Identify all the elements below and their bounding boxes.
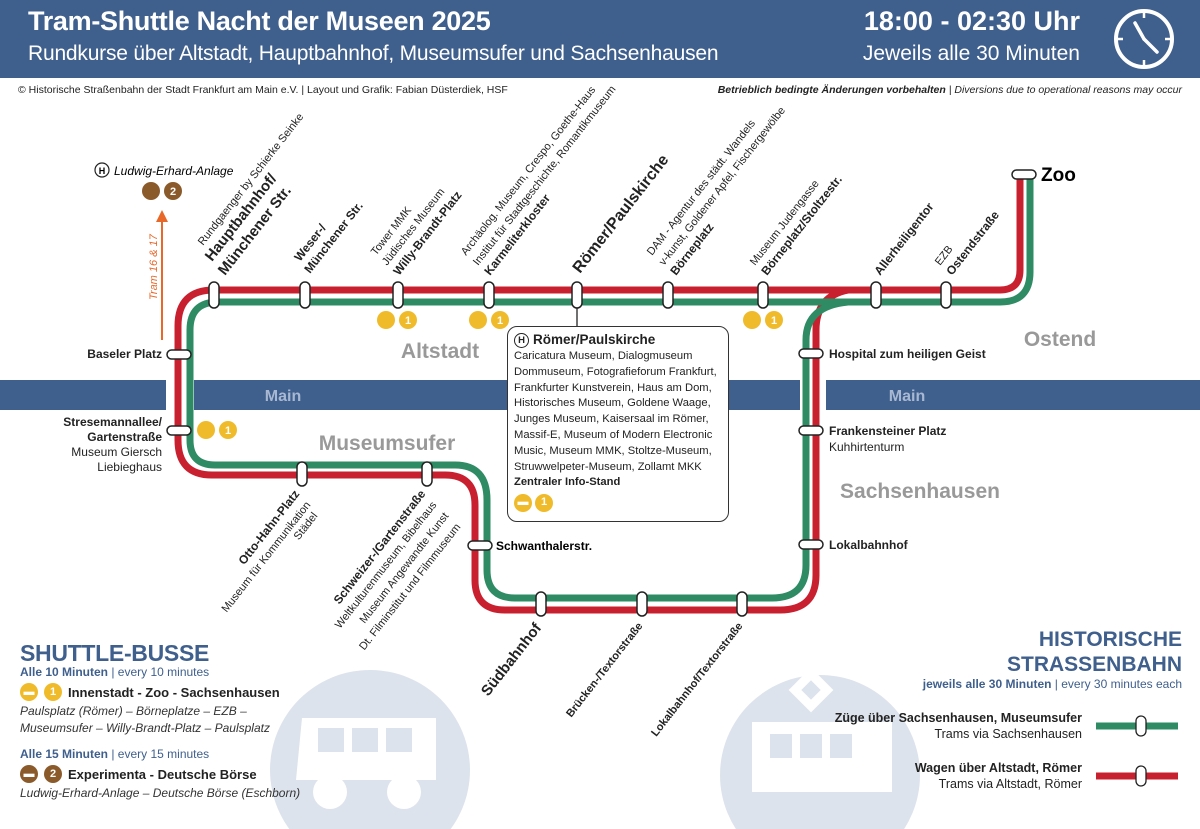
- svg-text:Gartenstraße: Gartenstraße: [87, 430, 162, 444]
- svg-text:Börneplatz/Stoltzestr.: Börneplatz/Stoltzestr.: [758, 173, 845, 278]
- tram-16-17-connection: Tram 16 & 17: [148, 210, 168, 340]
- district-altstadt: Altstadt: [401, 340, 479, 363]
- svg-text:Museum Giersch: Museum Giersch: [71, 445, 162, 459]
- svg-text:1: 1: [771, 315, 777, 327]
- svg-text:Römer/Paulskirche: Römer/Paulskirche: [570, 152, 673, 277]
- svg-text:Lokalbahnhof/Textorstraße: Lokalbahnhof/Textorstraße: [649, 620, 745, 738]
- svg-text:Kuhhirtenturm: Kuhhirtenturm: [829, 440, 904, 454]
- svg-text:Lokalbahnhof: Lokalbahnhof: [829, 538, 909, 552]
- page-title: Tram-Shuttle Nacht der Museen 2025: [28, 6, 491, 36]
- svg-text:Allerheiligentor: Allerheiligentor: [871, 200, 936, 278]
- svg-text:Baseler Platz: Baseler Platz: [87, 347, 162, 361]
- legend-red-sample: [1096, 765, 1178, 787]
- tram-legend: HISTORISCHE STRASSENBAHN jeweils alle 30…: [922, 628, 1182, 691]
- legend-green-sample: [1096, 715, 1178, 737]
- service-frequency: Jeweils alle 30 Minuten: [862, 42, 1080, 65]
- svg-text:1: 1: [405, 315, 411, 327]
- bus-badge-ludwig-erhard: 2: [142, 182, 182, 200]
- credit-line: © Historische Straßenbahn der Stadt Fran…: [18, 84, 508, 96]
- svg-text:1: 1: [497, 315, 503, 327]
- ludwig-erhard-label: Ludwig-Erhard-Anlage: [114, 164, 234, 178]
- bus-icon: ▬: [20, 683, 38, 701]
- bus-icon: ▬: [20, 765, 38, 783]
- district-ostend: Ostend: [1024, 328, 1096, 351]
- header-banner: Tram-Shuttle Nacht der Museen 2025 Rundk…: [0, 0, 1200, 78]
- bus-badge-boerneplatz: 1: [743, 311, 783, 329]
- district-sachsenhausen: Sachsenhausen: [840, 480, 1000, 503]
- svg-text:Brücken-/Textorstraße: Brücken-/Textorstraße: [564, 620, 645, 719]
- svg-text:Hospital zum heiligen Geist: Hospital zum heiligen Geist: [829, 347, 986, 361]
- svg-text:Main: Main: [265, 388, 301, 405]
- svg-text:Museum für Kommunikation: Museum für Kommunikation: [220, 499, 314, 614]
- svg-text:Tram 16 & 17: Tram 16 & 17: [148, 233, 160, 300]
- svg-text:1: 1: [225, 425, 231, 437]
- green-route-line: [186, 176, 1034, 395]
- stop-schwanthalerstr: Schwanthalerstr.: [496, 539, 592, 553]
- shuttle-bus-legend: SHUTTLE-BUSSE Alle 10 Minuten | every 10…: [20, 640, 301, 800]
- svg-text:Ostendstraße: Ostendstraße: [943, 208, 1002, 278]
- svg-text:H: H: [99, 166, 106, 176]
- svg-text:Stresemannallee/: Stresemannallee/: [63, 415, 162, 429]
- svg-text:Südbahnhof: Südbahnhof: [478, 619, 546, 699]
- bus-pictogram: [270, 670, 470, 829]
- bus-badge-stresemannallee: 1: [197, 421, 237, 439]
- clock-icon: [1114, 9, 1174, 69]
- tram-pictogram: [720, 667, 920, 829]
- district-museumsufer: Museumsufer: [319, 432, 456, 455]
- stop-zoo: Zoo: [1041, 165, 1076, 186]
- bus-badge-willy-brandt: 1: [377, 311, 417, 329]
- svg-text:Liebieghaus: Liebieghaus: [97, 460, 162, 474]
- page-subtitle: Rundkurse über Altstadt, Hauptbahnhof, M…: [28, 42, 719, 65]
- service-hours: 18:00 - 02:30 Uhr: [863, 6, 1080, 36]
- stop-h-icon: H: [514, 333, 529, 348]
- svg-text:Frankensteiner Platz: Frankensteiner Platz: [829, 424, 946, 438]
- svg-text:Archäolog. Museum, Crespo, Goe: Archäolog. Museum, Crespo, Goethe-Haus: [459, 84, 599, 258]
- svg-text:Main: Main: [889, 388, 925, 405]
- bus-badge-karmeliterkloster: 1: [469, 311, 509, 329]
- stop-markers: [166, 169, 1037, 617]
- diversion-notice: Betrieblich bedingte Änderungen vorbehal…: [717, 84, 1182, 96]
- svg-text:2: 2: [170, 186, 176, 198]
- bus-icon: ▬: [514, 494, 532, 513]
